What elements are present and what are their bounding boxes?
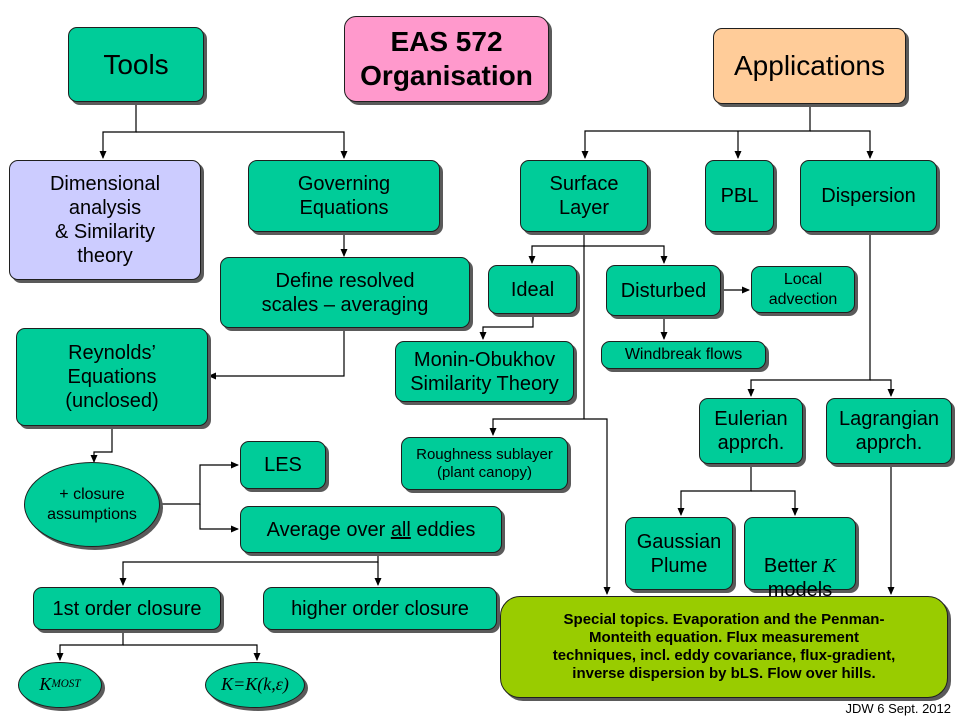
eulerian-box: Eulerian apprch. [699,398,803,464]
first-order-closure-box: 1st order closure [33,587,221,630]
monin-obukhov-box: Monin-Obukhov Similarity Theory [395,341,574,402]
better-k-after: models [767,579,833,601]
title-box: EAS 572 Organisation [344,16,549,102]
k-most-main: K [39,674,52,695]
pbl-box: PBL [705,160,774,232]
dimensional-analysis-box: Dimensional analysis & Similarity theory [9,160,201,280]
k-most-subscript: MOST [51,678,81,691]
dispersion-box: Dispersion [800,160,937,232]
better-k-models-box: Better K models [744,517,856,601]
lagrangian-box: Lagrangian apprch. [826,398,952,464]
better-k-before: Better [763,555,823,577]
k-formula-text: K=K(k,ε) [221,674,289,695]
title-line-2: Organisation [360,60,533,91]
higher-order-closure-box: higher order closure [263,587,497,630]
credit-text: JDW 6 Sept. 2012 [845,701,952,716]
define-scales-box: Define resolved scales – averaging [220,257,470,328]
windbreak-flows-box: Windbreak flows [601,341,766,369]
gaussian-plume-box: Gaussian Plume [625,517,733,590]
average-text-underlined: all [390,518,411,541]
les-box: LES [240,441,326,489]
local-advection-box: Local advection [751,266,855,313]
special-topics-box: Special topics. Evaporation and the Penm… [500,596,948,698]
tools-box: Tools [68,27,204,102]
average-text-before: Average over [266,518,391,541]
governing-equations-box: Governing Equations [248,160,440,232]
title-line-1: EAS 572 [390,26,503,58]
applications-box: Applications [713,28,906,104]
ideal-box: Ideal [488,265,577,314]
closure-assumptions-ellipse: + closure assumptions [24,462,160,547]
surface-layer-box: Surface Layer [520,160,648,232]
average-text-after: eddies [410,518,476,541]
reynolds-equations-box: Reynolds’ Equations (unclosed) [16,328,208,426]
better-k-italic: K [822,555,837,577]
disturbed-box: Disturbed [606,265,721,316]
k-formula-ellipse: K=K(k,ε) [205,662,305,708]
average-eddies-box: Average over all eddies [240,506,502,553]
roughness-sublayer-box: Roughness sublayer (plant canopy) [401,437,568,490]
